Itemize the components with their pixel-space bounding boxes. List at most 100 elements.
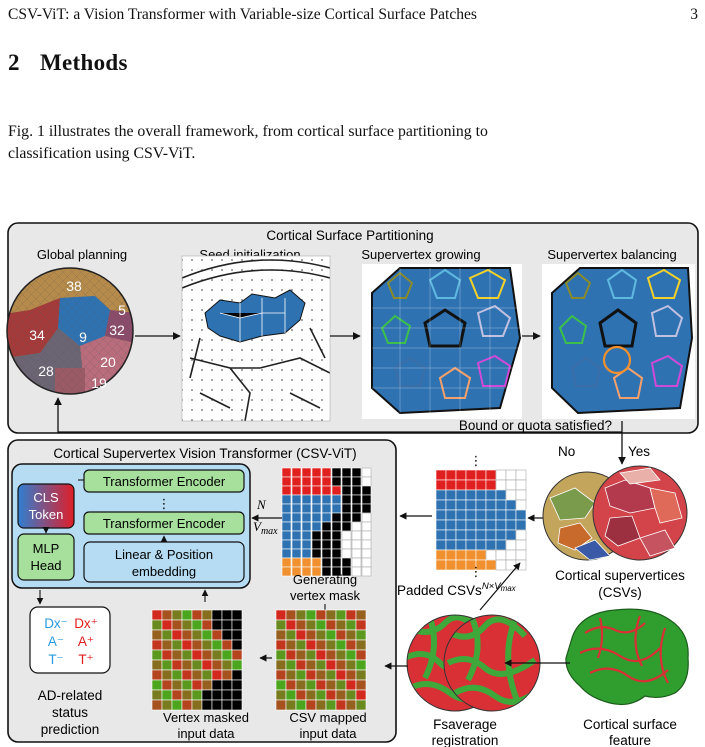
mapped-cell xyxy=(295,609,307,621)
masked-cell xyxy=(191,629,203,641)
mapped-cell xyxy=(315,629,327,641)
masked-cell xyxy=(171,699,183,711)
mask-cell xyxy=(351,512,362,523)
mapped-label-2: input data xyxy=(299,726,357,741)
mask-cell xyxy=(291,548,302,559)
mapped-cell xyxy=(345,649,357,661)
padded-label-base: Padded CSVs xyxy=(397,583,482,598)
fsaverage-registration-image xyxy=(406,614,541,712)
padded-cell xyxy=(475,469,487,481)
mapped-cell xyxy=(325,649,337,661)
mapped-cell xyxy=(345,669,357,681)
vertex-mask-grid xyxy=(281,467,372,577)
padded-cell xyxy=(445,539,457,551)
padded-cell xyxy=(445,559,457,571)
mapped-cell xyxy=(345,659,357,671)
mapped-cell xyxy=(305,679,317,691)
mapped-cell xyxy=(295,639,307,651)
mapped-cell xyxy=(315,679,327,691)
padded-cell xyxy=(475,509,487,521)
masked-cell xyxy=(201,639,213,651)
padded-cell xyxy=(465,549,477,561)
masked-cell xyxy=(151,699,163,711)
csv-mapped-input-grid xyxy=(275,609,367,711)
mapped-cell xyxy=(285,629,297,641)
mapped-cell xyxy=(355,689,367,701)
mask-cell xyxy=(281,485,292,496)
padded-cell xyxy=(505,499,517,511)
step-supervertex-growing: Supervertex growing xyxy=(361,247,480,262)
transformer-encoder-2-label: Transformer Encoder xyxy=(103,516,226,531)
padded-cell xyxy=(515,559,527,571)
mask-cell xyxy=(321,503,332,514)
mask-cell xyxy=(331,494,342,505)
padded-cell xyxy=(485,509,497,521)
mapped-cell xyxy=(305,699,317,711)
feature-label-1: Cortical surface xyxy=(583,717,677,732)
yes-label: Yes xyxy=(628,444,650,459)
mapped-cell xyxy=(285,699,297,711)
masked-cell xyxy=(201,649,213,661)
step-supervertex-balancing: Supervertex balancing xyxy=(547,247,676,262)
padded-cell xyxy=(505,509,517,521)
mask-cell xyxy=(361,557,372,568)
padded-cell xyxy=(505,559,517,571)
padded-cell xyxy=(495,469,507,481)
mask-cell xyxy=(351,476,362,487)
mask-cell xyxy=(281,530,292,541)
padded-cell xyxy=(475,499,487,511)
padded-cell xyxy=(445,509,457,521)
supervertex-balancing-image xyxy=(542,264,695,419)
t-plus: T⁺ xyxy=(78,652,93,667)
masked-cell xyxy=(181,689,193,701)
mapped-cell xyxy=(335,689,347,701)
mask-cell xyxy=(281,512,292,523)
mapped-cell xyxy=(315,619,327,631)
masked-cell xyxy=(221,609,233,621)
masked-cell xyxy=(171,619,183,631)
masked-cell xyxy=(201,609,213,621)
padded-cell xyxy=(495,499,507,511)
mask-cell xyxy=(341,530,352,541)
padded-cell xyxy=(485,529,497,541)
mask-cell xyxy=(361,494,372,505)
mask-cell xyxy=(301,548,312,559)
padded-cell xyxy=(515,529,527,541)
mapped-cell xyxy=(355,699,367,711)
masked-cell xyxy=(181,679,193,691)
padded-cell xyxy=(435,549,447,561)
loop-label: Bound or quota satisfied? xyxy=(459,418,612,433)
masked-cell xyxy=(201,619,213,631)
mask-cell xyxy=(301,467,312,478)
mapped-cell xyxy=(295,649,307,661)
mask-cell xyxy=(331,503,342,514)
mapped-cell xyxy=(275,609,287,621)
mapped-cell xyxy=(275,639,287,651)
running-title: CSV-ViT: a Vision Transformer with Varia… xyxy=(8,6,477,23)
vmax-label: Vmax xyxy=(253,519,278,537)
mapped-cell xyxy=(325,639,337,651)
mapped-cell xyxy=(355,619,367,631)
mask-cell xyxy=(301,566,312,577)
masked-cell xyxy=(171,649,183,661)
cls-label-1: CLS xyxy=(33,490,59,505)
mask-cell xyxy=(301,503,312,514)
masked-cell xyxy=(221,649,233,661)
mask-cell xyxy=(281,557,292,568)
masked-cell xyxy=(161,609,173,621)
mask-cell xyxy=(351,521,362,532)
mapped-cell xyxy=(325,609,337,621)
masked-cell xyxy=(161,679,173,691)
mask-cell xyxy=(311,503,322,514)
mapped-cell xyxy=(325,699,337,711)
padded-cell xyxy=(455,489,467,501)
n-label: N xyxy=(256,497,267,512)
dx-plus: Dx⁺ xyxy=(74,616,98,631)
masked-cell xyxy=(171,609,183,621)
mapped-cell xyxy=(355,669,367,681)
masked-cell xyxy=(231,699,243,711)
mask-cell xyxy=(311,530,322,541)
padded-cell xyxy=(495,479,507,491)
masked-cell xyxy=(201,659,213,671)
masked-cell xyxy=(201,699,213,711)
